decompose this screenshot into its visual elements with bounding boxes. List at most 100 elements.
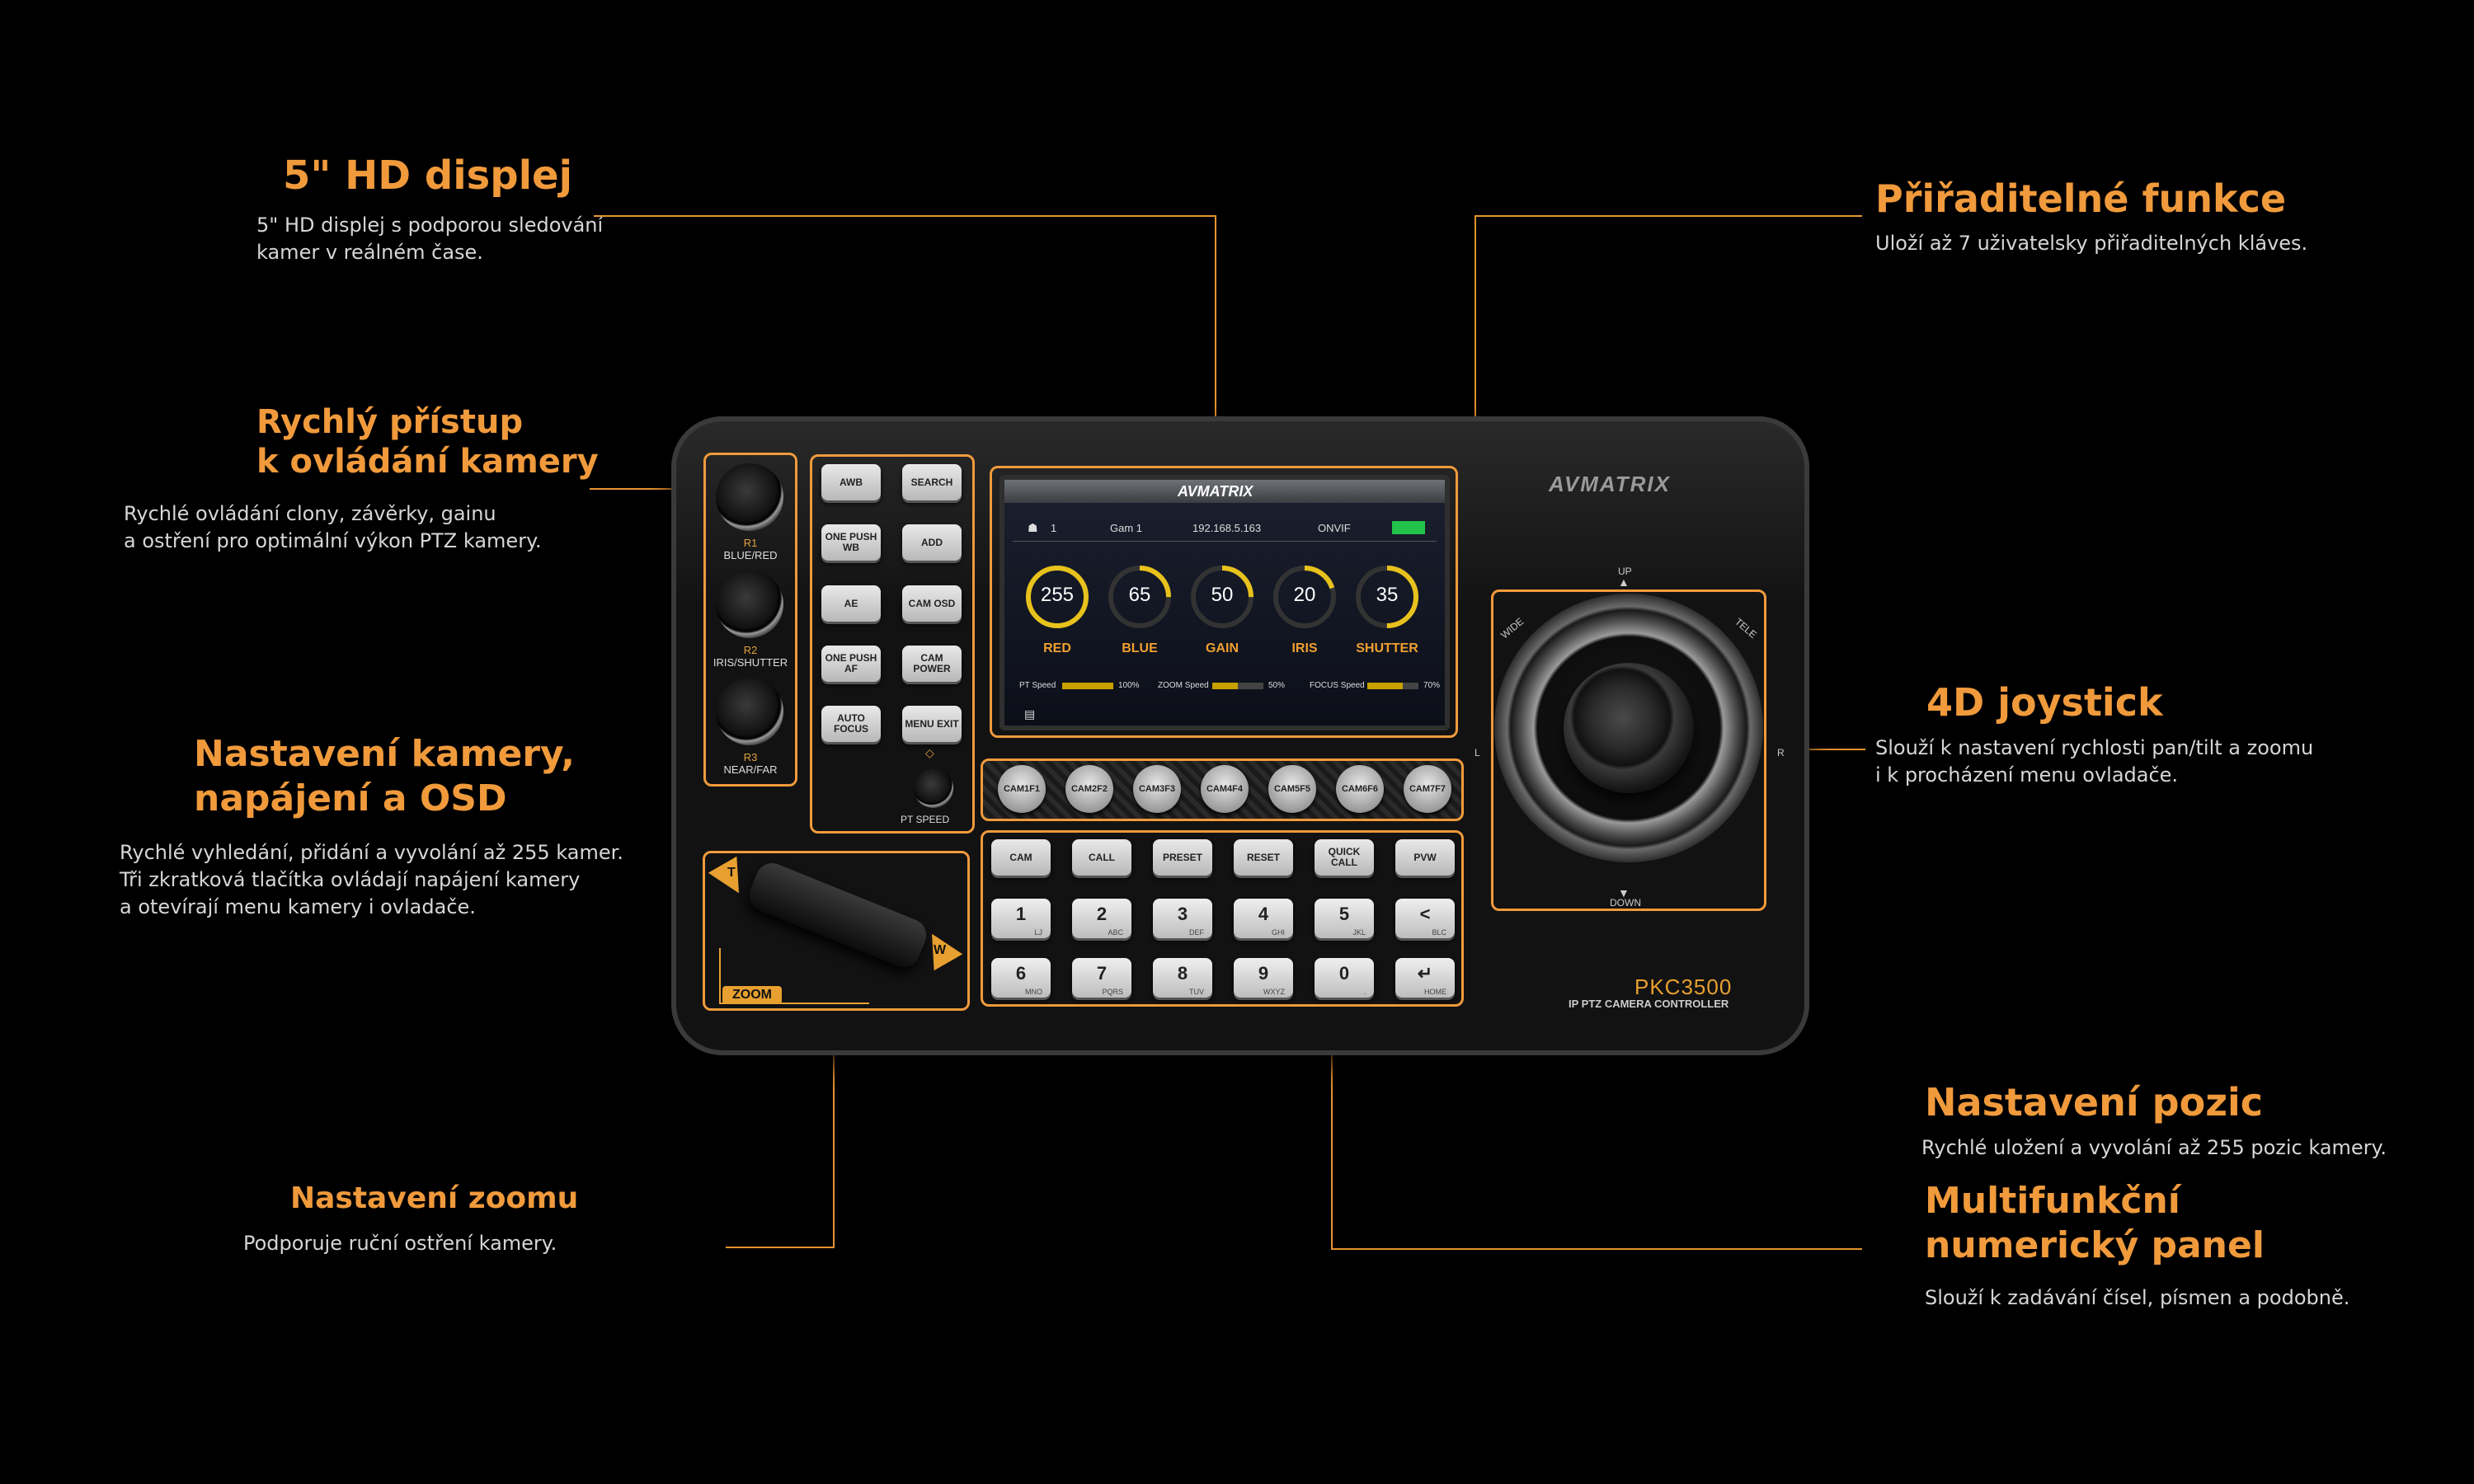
key-backspace[interactable]: <BLC [1395, 899, 1455, 938]
joystick-panel [1491, 589, 1766, 911]
leader-assign-h [1475, 215, 1862, 217]
numpad-desc: Slouží k zadávání čísel, písmen a podobn… [1925, 1286, 2350, 1309]
key-0[interactable]: 0. [1315, 958, 1374, 998]
awb-button[interactable]: AWB [821, 464, 881, 500]
pt-speed-track [1062, 683, 1113, 689]
call-key[interactable]: CALL [1072, 839, 1131, 876]
function-panel [810, 454, 975, 834]
key-1-num: 1 [1015, 904, 1027, 924]
quick-title: Rychlý přístup k ovládání kamery [256, 402, 599, 481]
gauge-shutter-value: 35 [1376, 584, 1399, 606]
key-2-sub: ABC [1108, 928, 1123, 937]
cam6-label: CAM6 [1341, 784, 1368, 794]
key-enter-sub: HOME [1424, 988, 1446, 996]
search-button[interactable]: SEARCH [902, 464, 962, 500]
pt-speed-up-icon: ◇ [925, 746, 934, 759]
knob-r3-text: NEAR/FAR [723, 763, 778, 776]
key-0-sub: . [1363, 988, 1366, 996]
zoom-label: ZOOM [722, 986, 782, 1004]
key-5-sub: JKL [1352, 928, 1366, 937]
key-0-num: 0 [1338, 963, 1350, 984]
gauge-red-value: 255 [1040, 584, 1075, 606]
key-8-num: 8 [1177, 963, 1188, 984]
focus-speed-text: FOCUS Speed [1310, 681, 1365, 690]
menu-exit-button[interactable]: MENU EXIT [902, 706, 962, 742]
screen-brand: AVMATRIX [1178, 483, 1253, 500]
cam-power-button[interactable]: CAM POWER [902, 646, 962, 682]
preset-key[interactable]: PRESET [1153, 839, 1212, 876]
joystick-right-label: R [1777, 747, 1785, 758]
cam-osd-button[interactable]: CAM OSD [902, 585, 962, 622]
knob-r3[interactable] [716, 678, 783, 745]
cam-key[interactable]: CAM [991, 839, 1051, 876]
key-1-sub: LJ [1034, 928, 1042, 937]
one-push-af-button[interactable]: ONE PUSH AF [821, 646, 881, 682]
knob-r2-text: IRIS/SHUTTER [713, 656, 788, 669]
screen-user: 1 [1051, 522, 1057, 534]
setup-desc-line2: Tři zkratková tlačítka ovládají napájení… [120, 868, 581, 891]
joystick-stick[interactable] [1564, 663, 1694, 793]
model-subtitle: IP PTZ CAMERA CONTROLLER [1569, 998, 1729, 1010]
quick-call-key[interactable]: QUICK CALL [1315, 839, 1374, 876]
focus-speed-track [1367, 683, 1418, 689]
leader-numpad-h [1331, 1248, 1862, 1250]
pvw-key[interactable]: PVW [1395, 839, 1455, 876]
setup-desc-line1: Rychlé vyhledání, přidání a vyvolání až … [120, 841, 623, 864]
focus-speed-bar [1367, 683, 1404, 689]
setup-title-line1: Nastavení kamery, [194, 733, 575, 775]
assign-title: Přiřaditelné funkce [1875, 176, 2287, 221]
key-9-sub: WXYZ [1263, 988, 1285, 996]
joystick-up-label: UP [1618, 566, 1632, 577]
pt-speed-knob[interactable] [914, 768, 953, 808]
joystick-up-icon: ▲ [1618, 575, 1630, 589]
key-9-num: 9 [1258, 963, 1269, 984]
knob-r2[interactable] [716, 571, 783, 638]
screen-cam: Gam 1 [1110, 522, 1143, 534]
reset-key[interactable]: RESET [1234, 839, 1293, 876]
screen-protocol: ONVIF [1318, 522, 1351, 534]
setup-title: Nastavení kamery, napájení a OSD [194, 732, 575, 821]
add-button[interactable]: ADD [902, 524, 962, 561]
setup-title-line2: napájení a OSD [194, 777, 507, 819]
screen-frame [990, 466, 1458, 738]
gauge-iris-label: IRIS [1291, 641, 1318, 655]
joystick-down-icon: ▼ [1618, 886, 1630, 899]
gauge-blue-label: BLUE [1122, 641, 1158, 655]
auto-focus-button[interactable]: AUTO FOCUS [821, 706, 881, 742]
quick-desc-line1: Rychlé ovládání clony, závěrky, gainu [124, 502, 496, 525]
user-icon: ☗ [1028, 521, 1038, 534]
leader-quick [590, 488, 705, 490]
key-enter-num: ↵ [1417, 963, 1433, 984]
leader-display-h [594, 215, 1216, 217]
gauge-blue-ring [1108, 566, 1171, 628]
model-name: PKC3500 [1634, 974, 1733, 999]
knob-r1[interactable] [716, 463, 783, 531]
one-push-wb-button[interactable]: ONE PUSH WB [821, 524, 881, 561]
status-indicator [1392, 521, 1425, 534]
gauge-shutter: 35 SHUTTER [1354, 564, 1420, 655]
gauge-gain-label: GAIN [1206, 641, 1239, 655]
gauge-red-ring [1026, 566, 1089, 628]
key-enter[interactable]: ↵ HOME [1395, 958, 1455, 998]
key-6-sub: MNO [1025, 988, 1042, 996]
pt-speed-bar [1062, 683, 1113, 689]
cam5-fn: F5 [1300, 784, 1310, 794]
ae-button[interactable]: AE [821, 585, 881, 622]
gauge-gain: 50 GAIN [1189, 564, 1255, 655]
